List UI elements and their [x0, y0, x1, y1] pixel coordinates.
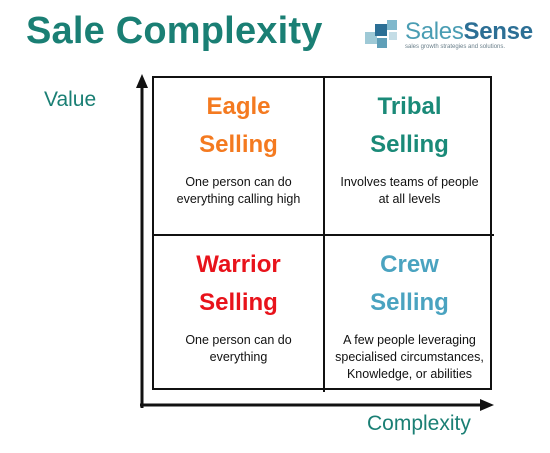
y-axis-arrowhead [136, 74, 148, 88]
quadrant-description: One person can do everything [154, 332, 323, 366]
x-axis-label: Complexity [367, 412, 471, 435]
description-line2: everything calling high [176, 192, 301, 206]
quadrant-title: Tribal Selling [325, 88, 494, 164]
description-line2: at all levels [378, 192, 441, 206]
quadrant-eagle-selling: Eagle Selling One person can do everythi… [154, 78, 324, 235]
quadrant-title: Eagle Selling [154, 88, 323, 164]
quadrant-title-line2: Selling [199, 289, 278, 316]
description-line2: everything [209, 350, 268, 364]
quadrant-warrior-selling: Warrior Selling One person can do everyt… [154, 235, 324, 392]
description-line1: A few people leveraging [343, 333, 476, 347]
quadrant-title-line1: Eagle [206, 93, 271, 120]
salessense-logo: SalesSense sales growth strategies and s… [365, 18, 533, 54]
quadrant-description: One person can do everything calling hig… [154, 174, 323, 208]
y-axis-label: Value [44, 88, 97, 111]
logo-tagline: sales growth strategies and solutions. [405, 44, 506, 50]
quadrant-title-line1: Warrior [196, 251, 281, 278]
quadrant-description: Involves teams of people at all levels [325, 174, 494, 208]
quadrant-tribal-selling: Tribal Selling Involves teams of people … [324, 78, 494, 235]
quadrant-title-line2: Selling [199, 131, 278, 158]
quadrant-crew-selling: Crew Selling A few people leveraging spe… [324, 235, 494, 392]
quadrant-title: Warrior Selling [154, 246, 323, 322]
quadrant-title-line1: Tribal [377, 93, 442, 120]
logo-word-sales: Sales [405, 18, 464, 45]
quadrant-title: Crew Selling [325, 246, 494, 322]
logo-squares-icon [365, 20, 397, 48]
quadrant-grid: Eagle Selling One person can do everythi… [152, 76, 494, 392]
description-line1: One person can do [185, 333, 292, 347]
quadrant-title-line1: Crew [380, 251, 439, 278]
x-axis-arrowhead [480, 399, 494, 411]
description-line2: specialised circumstances, [335, 350, 484, 364]
quadrant-description: A few people leveraging specialised circ… [325, 332, 494, 383]
page-title: Sale Complexity [26, 10, 323, 52]
logo-word-sense: Sense [463, 18, 534, 45]
logo-wordmark: SalesSense [405, 18, 533, 46]
description-line1: Involves teams of people [340, 175, 479, 189]
quadrant-title-line2: Selling [370, 131, 449, 158]
quadrant-title-line2: Selling [370, 289, 449, 316]
description-line1: One person can do [185, 175, 292, 189]
description-line3: Knowledge, or abilities [346, 367, 473, 381]
